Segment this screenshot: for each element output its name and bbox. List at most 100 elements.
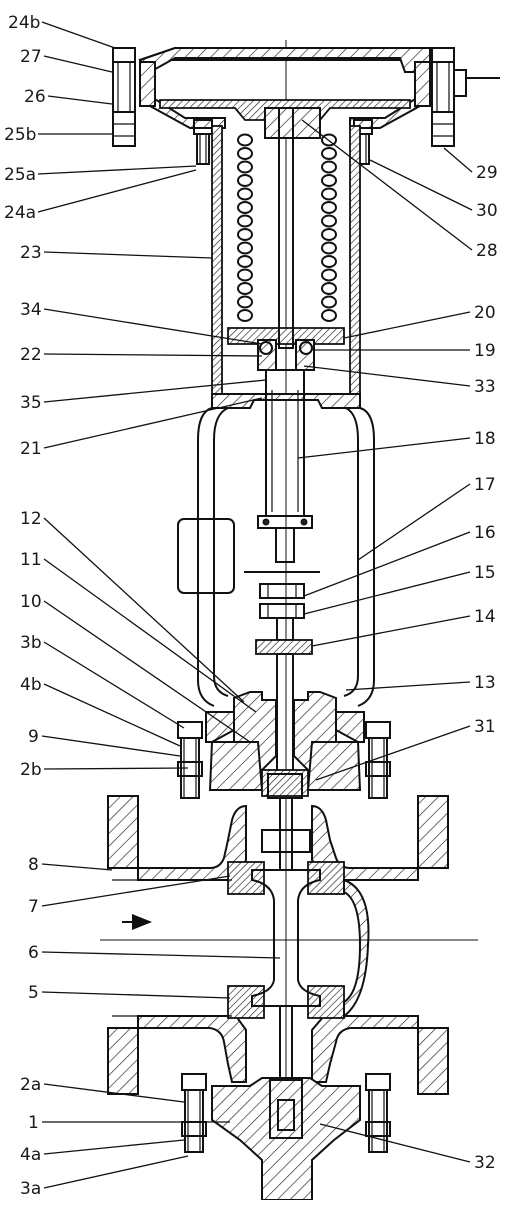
part-label-2b: 2b bbox=[20, 760, 42, 780]
spring-coil bbox=[237, 201, 253, 214]
leader-line-21 bbox=[43, 397, 263, 449]
part-label-31: 31 bbox=[474, 717, 496, 737]
part-label-15: 15 bbox=[474, 563, 496, 583]
leader-line-28 bbox=[301, 119, 473, 251]
part-label-25b: 25b bbox=[4, 125, 36, 145]
right-flange-bolt bbox=[431, 47, 500, 147]
leader-line-8 bbox=[41, 863, 113, 871]
leader-line-17 bbox=[357, 483, 471, 561]
leader-line-3b bbox=[43, 641, 185, 729]
part-label-5: 5 bbox=[28, 983, 39, 1003]
leader-line-2a bbox=[43, 1083, 185, 1103]
part-label-13: 13 bbox=[474, 673, 496, 693]
leader-line-31 bbox=[315, 725, 471, 781]
spring-coil bbox=[237, 268, 253, 282]
leader-line-35 bbox=[43, 379, 267, 403]
leader-line-6 bbox=[41, 951, 281, 959]
part-label-25a: 25a bbox=[4, 165, 36, 185]
leader-line-7 bbox=[41, 875, 231, 907]
spring-coil bbox=[321, 147, 337, 160]
part-label-11: 11 bbox=[20, 550, 42, 570]
left-flange-bolt bbox=[112, 47, 136, 147]
part-label-28: 28 bbox=[476, 241, 498, 261]
spring-coil bbox=[321, 295, 337, 309]
leader-line-33 bbox=[303, 365, 471, 387]
part-label-3b: 3b bbox=[20, 633, 42, 653]
leader-line-4a bbox=[43, 1139, 185, 1155]
spring-coil bbox=[321, 187, 337, 201]
leader-line-24a bbox=[37, 169, 197, 213]
part-label-24b: 24b bbox=[8, 13, 40, 33]
part-label-22: 22 bbox=[20, 345, 42, 365]
leader-line-22 bbox=[43, 353, 263, 357]
leader-line-11 bbox=[43, 558, 257, 713]
part-labels: 24b272625b25a24a23342235211211103b4b92b8… bbox=[4, 13, 498, 1199]
part-label-26: 26 bbox=[24, 87, 46, 107]
spring-coil bbox=[237, 255, 253, 268]
leader-line-3a bbox=[43, 1155, 189, 1189]
part-label-33: 33 bbox=[474, 377, 496, 397]
part-label-14: 14 bbox=[474, 607, 496, 627]
part-label-7: 7 bbox=[28, 897, 39, 917]
leader-line-9 bbox=[41, 735, 181, 757]
spring-coil bbox=[237, 187, 253, 201]
part-label-3a: 3a bbox=[20, 1179, 41, 1199]
leader-line-30 bbox=[369, 159, 473, 211]
leader-line-10 bbox=[43, 600, 251, 743]
spring-coil bbox=[321, 241, 337, 255]
leader-line-5 bbox=[41, 991, 231, 999]
leader-line-15 bbox=[303, 571, 471, 615]
spring-coil bbox=[237, 295, 253, 309]
spring-coil bbox=[237, 174, 253, 187]
part-label-4a: 4a bbox=[20, 1145, 41, 1165]
leader-line-4b bbox=[43, 683, 181, 747]
leader-line-18 bbox=[297, 437, 471, 459]
bonnet-bolt-left bbox=[177, 721, 203, 799]
part-label-32: 32 bbox=[474, 1153, 496, 1173]
spring-coil bbox=[237, 309, 253, 322]
valve-body bbox=[107, 795, 449, 1095]
part-label-6: 6 bbox=[28, 943, 39, 963]
part-label-12: 12 bbox=[20, 509, 42, 529]
spring-coil bbox=[237, 147, 253, 160]
bottom-bolt-left bbox=[181, 1073, 207, 1153]
leader-line-27 bbox=[43, 55, 113, 73]
diaphragm-housing bbox=[138, 47, 431, 139]
bottom-flange bbox=[211, 1077, 361, 1201]
part-label-27: 27 bbox=[20, 47, 42, 67]
part-label-18: 18 bbox=[474, 429, 496, 449]
bottom-bolt-right bbox=[365, 1073, 391, 1153]
part-label-9: 9 bbox=[28, 727, 39, 747]
spring-coil bbox=[321, 214, 337, 228]
leader-line-12 bbox=[43, 517, 245, 703]
spring-coil bbox=[237, 282, 253, 295]
leader-line-32 bbox=[319, 1123, 471, 1163]
positioner-box bbox=[177, 518, 320, 594]
leader-line-26 bbox=[47, 95, 113, 105]
bonnet bbox=[205, 691, 365, 799]
part-label-35: 35 bbox=[20, 393, 42, 413]
part-label-23: 23 bbox=[20, 243, 42, 263]
leader-line-25a bbox=[37, 165, 197, 175]
part-label-29: 29 bbox=[476, 163, 498, 183]
leader-line-14 bbox=[311, 615, 471, 647]
leader-line-24b bbox=[41, 21, 116, 49]
part-label-4b: 4b bbox=[20, 675, 42, 695]
spring-coil bbox=[237, 241, 253, 255]
leader-line-16 bbox=[303, 531, 471, 597]
spring-coil bbox=[321, 201, 337, 214]
spring-coil bbox=[321, 228, 337, 241]
actuator-stem bbox=[257, 107, 315, 563]
spring-coil bbox=[237, 160, 253, 174]
leader-line-20 bbox=[343, 311, 471, 339]
part-label-8: 8 bbox=[28, 855, 39, 875]
part-label-1: 1 bbox=[28, 1113, 39, 1133]
part-label-30: 30 bbox=[476, 201, 498, 221]
spring-coil bbox=[321, 133, 337, 147]
spring-coil bbox=[321, 309, 337, 322]
leader-line-2b bbox=[43, 767, 189, 770]
part-label-20: 20 bbox=[474, 303, 496, 323]
part-label-19: 19 bbox=[474, 341, 496, 361]
